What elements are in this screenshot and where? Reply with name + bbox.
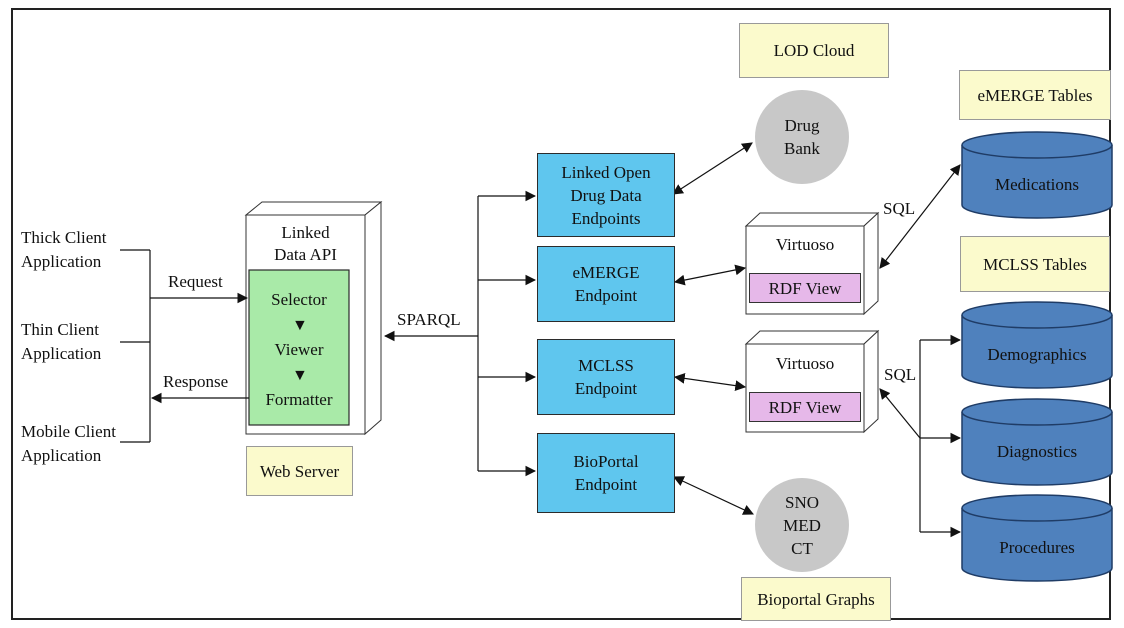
db-diagnostics-label: Diagnostics [996,442,1078,461]
web-server-note: Web Server [246,446,353,496]
pipeline-down-arrow-2: ▼ [292,367,308,384]
client-mobile: Mobile Client Application [21,422,116,465]
db-procedures-label: Procedures [999,538,1075,557]
sparql-label: SPARQL [397,310,461,329]
sql-label-bottom: SQL [884,365,917,384]
client-thin: Thin Client Application [21,320,102,363]
request-label: Request [168,272,223,291]
sql-label-top: SQL [883,199,916,218]
drug-bank-node: Drug Bank [755,90,849,184]
emerge-tables-note: eMERGE Tables [959,70,1111,120]
client-thick: Thick Client Application [21,228,107,271]
mclss-virtuoso-arrow [673,373,747,391]
lodd-drugbank-arrow [672,142,753,195]
db-procedures [961,494,1113,582]
db-medications-label: Medications [994,175,1080,194]
endpoint-lodd: Linked Open Drug Data Endpoints [537,153,675,237]
db-diagnostics [961,398,1113,486]
bioportal-snomed-arrow [673,476,754,515]
endpoint-mclss: MCLSS Endpoint [537,339,675,415]
endpoint-emerge: eMERGE Endpoint [537,246,675,322]
virtuoso-title-bottom: Virtuoso [775,354,835,373]
bioportal-graphs-note: Bioportal Graphs [741,577,891,621]
rdf-view-top: RDF View [749,273,861,303]
linked-data-api-title: Linked Data API [274,223,337,264]
rdf-view-bottom: RDF View [749,392,861,422]
pipeline-formatter: Formatter [265,390,333,409]
response-label: Response [163,372,229,391]
virtuoso-title-top: Virtuoso [775,235,835,254]
mclss-tables-note: MCLSS Tables [960,236,1110,292]
lod-cloud-note: LOD Cloud [739,23,889,78]
client-bracket [120,249,151,443]
endpoint-bioportal: BioPortal Endpoint [537,433,675,513]
sql-bottom-arrow [879,388,921,439]
linked-data-api-pipeline [248,269,350,426]
pipeline-down-arrow-1: ▼ [292,317,308,334]
pipeline-viewer: Viewer [274,340,324,359]
db-medications [961,131,1113,219]
db-demographics [961,301,1113,389]
db-demographics-label: Demographics [987,345,1087,364]
sql-top-arrow [879,164,961,269]
snomed-ct-node: SNO MED CT [755,478,849,572]
emerge-virtuoso-arrow [673,264,747,286]
pipeline-selector: Selector [271,290,327,309]
